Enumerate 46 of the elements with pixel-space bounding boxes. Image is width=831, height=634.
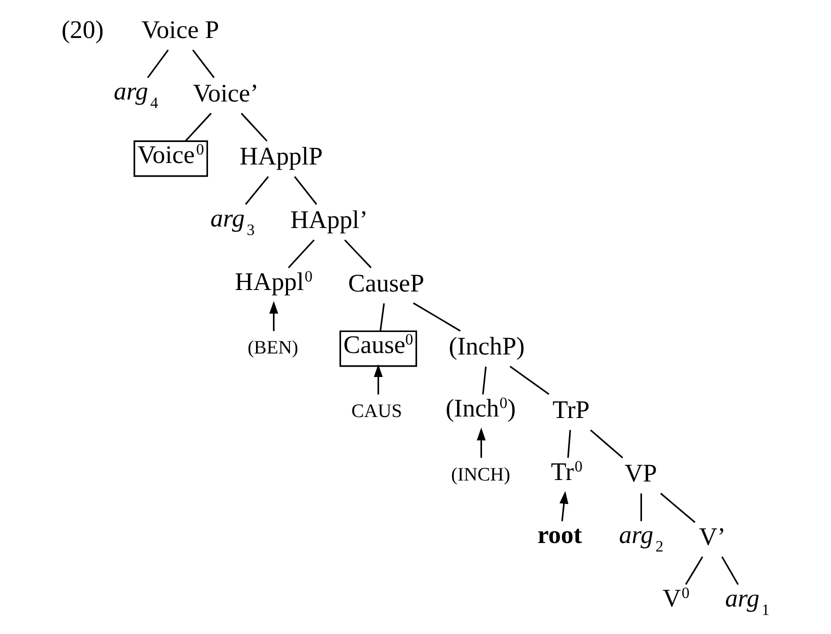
node-text: Voice P — [141, 16, 220, 44]
node-text: arg$_{2}$ — [619, 521, 664, 556]
connector — [510, 366, 550, 395]
connector — [482, 366, 487, 395]
connector — [147, 49, 169, 78]
node-text: TrP — [552, 396, 590, 424]
node-text: (INCH) — [451, 464, 510, 486]
connector — [590, 429, 624, 458]
connector — [344, 239, 372, 268]
node-box: Cause$^{0}$ — [339, 330, 418, 367]
node-text: CauseP — [348, 269, 424, 298]
node-text: (Inch$^{0}$) — [446, 394, 516, 422]
label: (20) — [62, 16, 104, 44]
connector — [685, 556, 704, 585]
node-text: HApplP — [240, 142, 323, 171]
node-text: Tr$^{0}$ — [550, 458, 583, 486]
arrow — [476, 428, 486, 458]
connector — [412, 302, 461, 332]
node-text: (InchP) — [448, 332, 525, 361]
node-text: Voice’ — [192, 79, 259, 108]
node-text: VP — [624, 459, 657, 488]
node-text: arg$_{3}$ — [210, 204, 255, 239]
connector — [288, 239, 315, 268]
node-text: HAppl’ — [290, 206, 368, 234]
arrow — [560, 491, 568, 522]
arrow — [374, 364, 383, 394]
connector — [721, 556, 739, 585]
connector — [640, 493, 642, 522]
node-box: Voice$^{0}$ — [134, 140, 208, 177]
node-text: CAUS — [351, 400, 402, 422]
connector — [184, 112, 212, 142]
connector — [294, 176, 318, 205]
connector — [380, 303, 385, 332]
node-text: HAppl$^{0}$ — [234, 268, 313, 296]
node-text: arg$_{1}$ — [725, 584, 770, 620]
node-text: (BEN) — [248, 338, 298, 359]
node-text: V$^{0}$ — [662, 584, 690, 613]
node-text: arg$_{4}$ — [114, 78, 158, 112]
node-text: V’ — [699, 522, 726, 551]
connector — [192, 49, 215, 78]
connector — [240, 112, 268, 142]
connector — [660, 492, 696, 523]
connector — [245, 176, 269, 205]
connector — [567, 430, 571, 458]
node-text: root — [537, 521, 582, 550]
arrow — [269, 300, 278, 332]
